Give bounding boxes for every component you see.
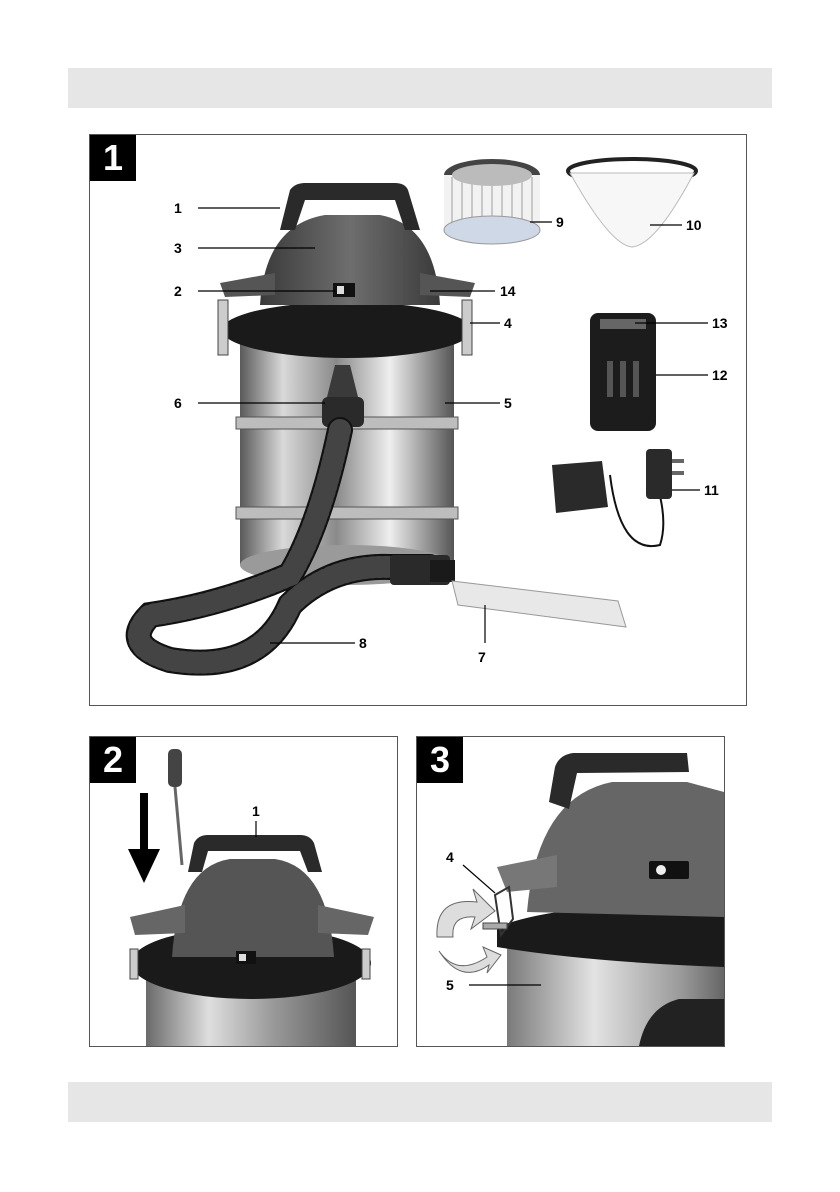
footer-band	[68, 1082, 772, 1122]
charger	[552, 449, 684, 546]
header-band	[68, 68, 772, 108]
callout-13: 13	[712, 315, 728, 331]
callout-6: 6	[174, 395, 182, 411]
figure-1-illustration	[90, 135, 746, 705]
figure-3-callout-4: 4	[446, 849, 454, 865]
filter-bag	[568, 159, 696, 247]
cartridge-filter	[444, 159, 540, 244]
rotate-arrow-icon	[437, 889, 495, 937]
callout-14: 14	[500, 283, 516, 299]
figure-2-number: 2	[90, 737, 136, 783]
figure-2-illustration	[90, 737, 397, 1046]
battery-pack	[590, 313, 656, 431]
figure-1-panel: 1	[89, 134, 747, 706]
callout-1: 1	[174, 200, 182, 216]
callout-9: 9	[556, 214, 564, 230]
callout-12: 12	[712, 367, 728, 383]
figure-3-callout-5: 5	[446, 977, 454, 993]
callout-8: 8	[359, 635, 367, 651]
callout-7: 7	[478, 649, 486, 665]
figure-2-callout-1: 1	[252, 803, 260, 819]
callout-11: 11	[704, 482, 719, 498]
figure-1-number: 1	[90, 135, 136, 181]
figure-3-panel: 3 4 5	[416, 736, 725, 1047]
callout-3: 3	[174, 240, 182, 256]
figure-3-number: 3	[417, 737, 463, 783]
callout-2: 2	[174, 283, 182, 299]
suction-tube	[452, 581, 626, 627]
down-arrow-icon	[140, 793, 148, 851]
callout-10: 10	[686, 217, 702, 233]
figure-3-illustration	[417, 737, 724, 1046]
figure-2-panel: 2 1	[89, 736, 398, 1047]
callout-4: 4	[504, 315, 512, 331]
callout-5: 5	[504, 395, 512, 411]
lid-ring	[222, 302, 472, 358]
